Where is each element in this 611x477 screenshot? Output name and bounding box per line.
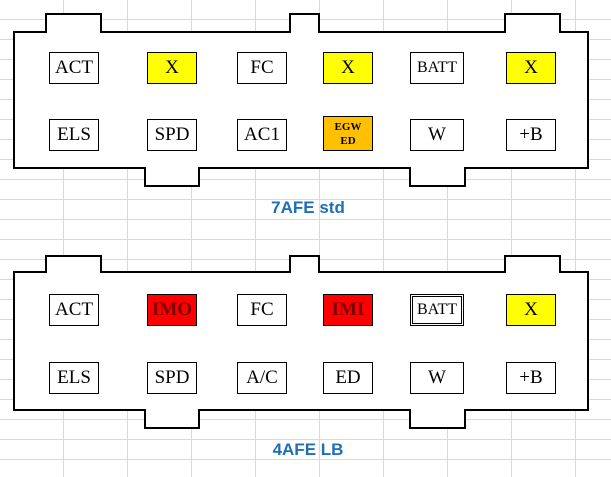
pin-plus-b: +B <box>506 362 556 394</box>
pin-spd: SPD <box>147 119 197 151</box>
pin-fc: FC <box>237 294 287 326</box>
pin-x: X <box>147 52 197 84</box>
connector-outline-4afe <box>13 255 589 429</box>
pin-els: ELS <box>49 362 99 394</box>
pin-spd: SPD <box>147 362 197 394</box>
pin-act: ACT <box>49 294 99 326</box>
pin-w: W <box>410 362 464 394</box>
pin-egwed: EGW ED <box>323 116 373 151</box>
pin-fc: FC <box>237 52 287 84</box>
pin-batt: BATT <box>410 52 464 84</box>
pin-act: ACT <box>49 52 99 84</box>
pin-ed: ED <box>323 362 373 394</box>
pin-ac1: AC1 <box>237 119 287 151</box>
pin-w: W <box>410 119 464 151</box>
connector-title: 4AFE LB <box>272 440 344 459</box>
pin-els: ELS <box>49 119 99 151</box>
pin-x: X <box>506 294 556 326</box>
pin-x: X <box>323 52 373 84</box>
connector-outline-7afe <box>13 13 589 187</box>
pin-imi: IMI <box>323 294 373 326</box>
pin-batt[interactable]: BATT <box>410 294 464 326</box>
pin-imo: IMO <box>147 294 197 326</box>
pin-ac: A/C <box>237 362 287 394</box>
connector-title: 7AFE std <box>271 198 345 217</box>
pin-plus-b: +B <box>506 119 556 151</box>
pin-x: X <box>506 52 556 84</box>
